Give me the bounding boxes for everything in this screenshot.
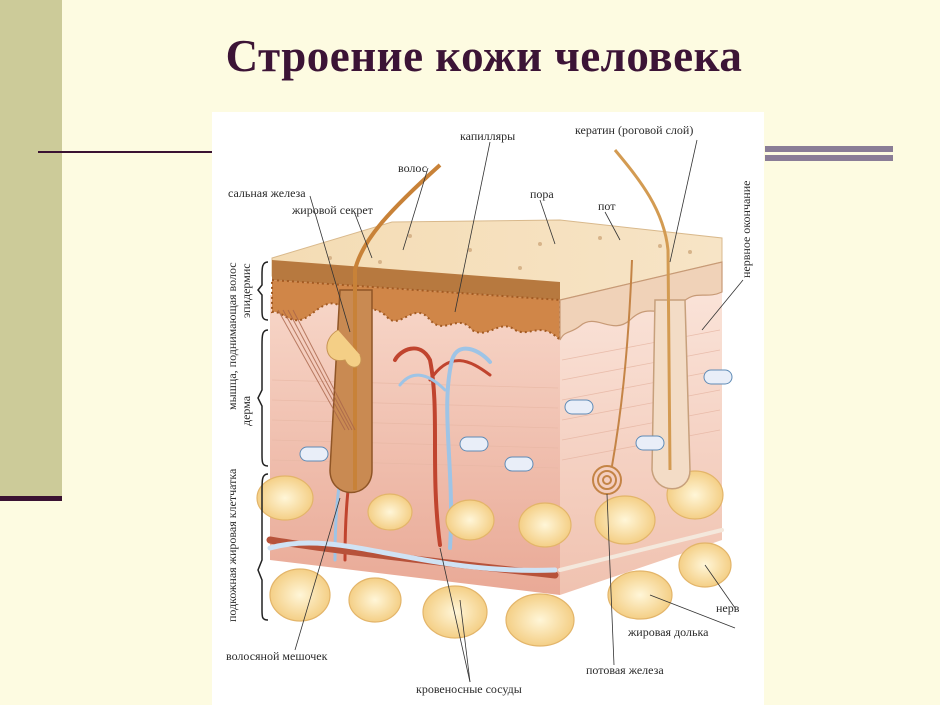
label-keratin: кератин (роговой слой): [575, 123, 693, 137]
label-arrector-muscle: мышца, поднимающая волос: [225, 262, 239, 410]
label-hair-follicle: волосяной мешочек: [226, 649, 328, 663]
label-epidermis: эпидермис: [239, 263, 253, 318]
title-rule-right-bottom: [765, 155, 893, 161]
label-dermis: дерма: [239, 395, 253, 426]
stratum-corneum-front: [272, 260, 560, 300]
title-rule-left: [38, 151, 216, 153]
label-blood-vessels: кровеносные сосуды: [416, 682, 522, 696]
label-sebum: жировой секрет: [291, 203, 374, 217]
slide-title: Строение кожи человека: [225, 31, 743, 81]
label-sweat: пот: [598, 199, 616, 213]
arrector-pili-muscle: [277, 309, 356, 431]
artery: [393, 346, 442, 547]
hair-shaft-right: [613, 149, 672, 471]
leader-lines: [294, 139, 744, 683]
vein-branch: [398, 373, 447, 392]
sweat-gland-coil: [592, 259, 633, 495]
label-capillaries: капилляры: [460, 129, 515, 143]
artery-branch: [428, 359, 492, 382]
label-pore: пора: [530, 187, 554, 201]
vein: [445, 346, 492, 550]
hair-shaft: [353, 163, 442, 490]
label-hair: волос: [398, 161, 427, 175]
label-subcutaneous: подкожная жировая клетчатка: [225, 468, 239, 622]
side-accent-bar: [0, 0, 62, 500]
sebaceous-gland: [326, 329, 362, 368]
title-rule-right-top: [765, 146, 893, 152]
epidermis-side: [559, 261, 723, 341]
label-nerve-ending: нервное окончание: [739, 181, 753, 278]
label-nerve: нерв: [716, 601, 740, 615]
nerve-side: [558, 528, 724, 572]
label-sweat-gland: потовая железа: [586, 663, 664, 677]
label-sebaceous-gland: сальная железа: [228, 186, 306, 200]
layer-braces: [257, 261, 269, 621]
side-accent-underline: [0, 496, 62, 501]
label-fat-lobule: жировая долька: [627, 625, 709, 639]
nerve-receptors: [299, 369, 733, 472]
vessel-bundle-vein: [267, 540, 558, 573]
